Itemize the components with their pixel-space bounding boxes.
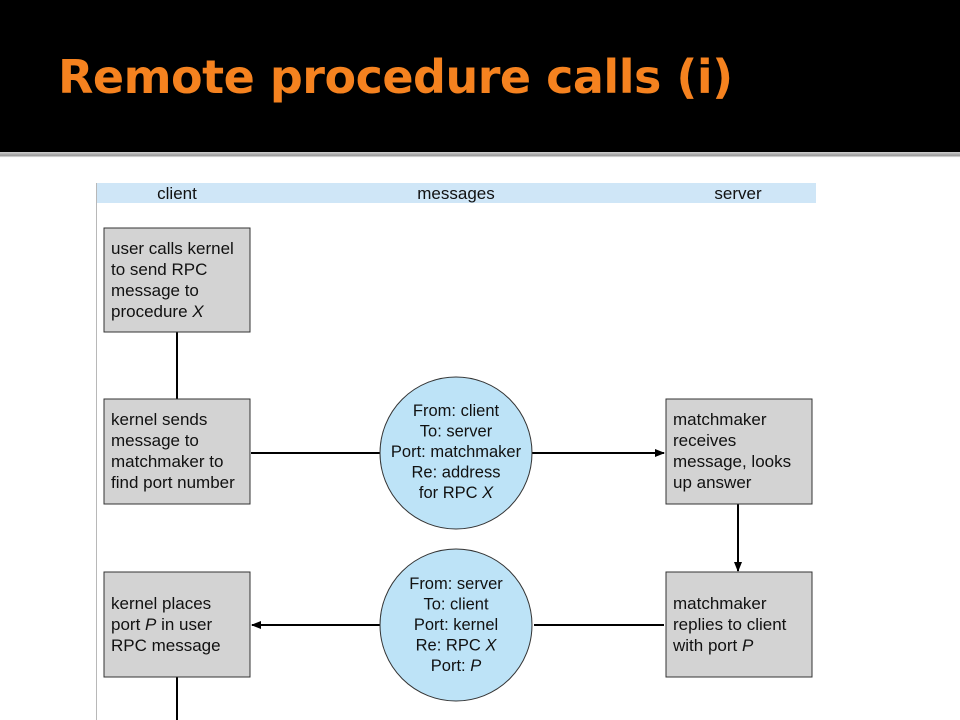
- text-run: From: server: [409, 575, 503, 593]
- text-run: Re: RPC: [416, 637, 486, 655]
- text-run: Port:: [431, 657, 470, 675]
- rpc-diagram: client messages server user calls kernel…: [96, 183, 816, 720]
- text-run: replies to client: [673, 615, 787, 634]
- server-box-matchmaker-receives: [665, 398, 813, 505]
- column-header-server: server: [714, 184, 762, 203]
- client-box-kernel-places: [103, 571, 251, 678]
- text-run: From: client: [413, 402, 500, 420]
- text-run: matchmaker to: [111, 452, 223, 471]
- request-message-circle: [379, 376, 533, 530]
- text-run: RPC message: [111, 636, 221, 655]
- text-run: message, looks: [673, 452, 791, 471]
- text-run: P: [145, 615, 157, 634]
- text-run: To: client: [423, 596, 489, 614]
- client-box-user-calls-kernel: [103, 227, 251, 333]
- column-header-messages: messages: [417, 184, 494, 203]
- text-run: Port: matchmaker: [391, 443, 522, 461]
- text-run: to send RPC: [111, 260, 207, 279]
- text-run: P: [742, 636, 754, 655]
- server-box-1-text: matchmaker receives message, looks up answe…: [673, 410, 791, 492]
- text-run: message to: [111, 281, 199, 300]
- slide-title: Remote procedure calls (i): [58, 50, 733, 104]
- text-run: user calls kernel: [111, 239, 234, 258]
- text-run: matchmaker: [673, 410, 767, 429]
- text-run: procedure: [111, 302, 192, 321]
- text-run: matchmaker: [673, 594, 767, 613]
- title-divider: [0, 152, 960, 161]
- text-run: X: [481, 484, 494, 502]
- column-header-client: client: [157, 184, 197, 203]
- text-run: To: server: [420, 423, 493, 441]
- client-box-1-text: user calls kernel to send RPC message to pr…: [111, 239, 234, 321]
- text-run: message to: [111, 431, 199, 450]
- text-run: P: [470, 657, 481, 675]
- server-box-matchmaker-replies: [665, 571, 813, 678]
- text-run: receives: [673, 431, 736, 450]
- column-header-band: [96, 183, 816, 203]
- text-run: Port: kernel: [414, 616, 498, 634]
- text-run: kernel sends: [111, 410, 207, 429]
- text-run: for RPC: [419, 484, 482, 502]
- server-box-2-text: matchmaker replies to client with port P: [672, 594, 787, 655]
- text-run: kernel places: [111, 594, 211, 613]
- text-run: in user: [156, 615, 212, 634]
- text-run: X: [484, 637, 497, 655]
- reply-message-circle: [379, 548, 533, 702]
- text-run: with port: [672, 636, 742, 655]
- title-bar: Remote procedure calls (i): [0, 0, 960, 152]
- text-run: up answer: [673, 473, 752, 492]
- text-run: port: [111, 615, 145, 634]
- slide-body: client messages server user calls kernel…: [0, 161, 960, 720]
- client-box-kernel-sends: [103, 398, 251, 505]
- client-box-2-text: kernel sends message to matchmaker to find …: [111, 410, 235, 492]
- text-run: find port number: [111, 473, 235, 492]
- text-run: X: [191, 302, 204, 321]
- text-run: Re: address: [412, 464, 501, 482]
